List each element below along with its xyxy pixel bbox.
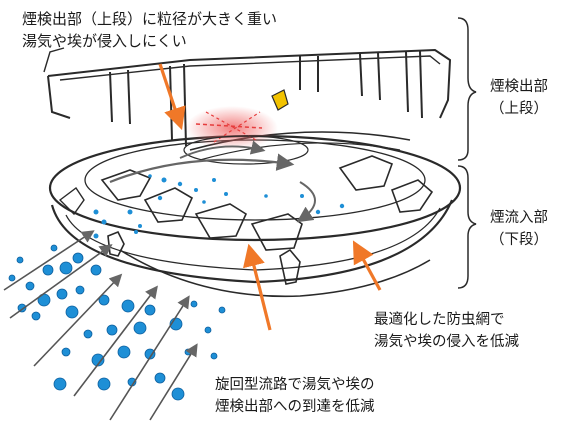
swirl-path-annotation: 旋回型流路で湯気や埃の 煙検出部への到達を低減 [215,374,375,418]
insect-screen-line-2: 湯気や埃の侵入を低減 [374,334,519,350]
lower-section-line-1: 煙流入部 [490,210,548,226]
steam-dust-particles [8,244,226,401]
inner-particles [93,174,345,239]
top-annotation: 煙検出部（上段）に粒径が大きく重い 湯気や埃が侵入しにくい [22,8,277,52]
lower-section-line-2: （下段） [490,232,548,248]
insect-screen-line-1: 最適化した防虫網で [374,312,505,328]
swirl-path-line-1: 旋回型流路で湯気や埃の [215,377,375,393]
inner-flow [109,135,316,223]
upper-section-line-1: 煙検出部 [490,79,548,95]
top-annotation-line-2: 湯気や埃が侵入しにくい [22,32,187,50]
insect-screen-annotation: 最適化した防虫網で 湯気や埃の侵入を低減 [374,309,519,353]
swirl-path-line-2: 煙検出部への到達を低減 [215,399,375,415]
section-braces [457,17,477,289]
incoming-airflow-arrows [3,230,198,421]
top-annotation-line-1: 煙検出部（上段）に粒径が大きく重い [22,10,278,28]
detector-housing [43,47,462,298]
lower-section-label: 煙流入部 （下段） [470,207,568,251]
upper-section-line-2: （上段） [490,101,548,117]
lens-highlight [271,89,289,111]
detection-zone [186,106,278,150]
callout-arrows [158,63,382,331]
upper-section-label: 煙検出部 （上段） [470,76,568,120]
